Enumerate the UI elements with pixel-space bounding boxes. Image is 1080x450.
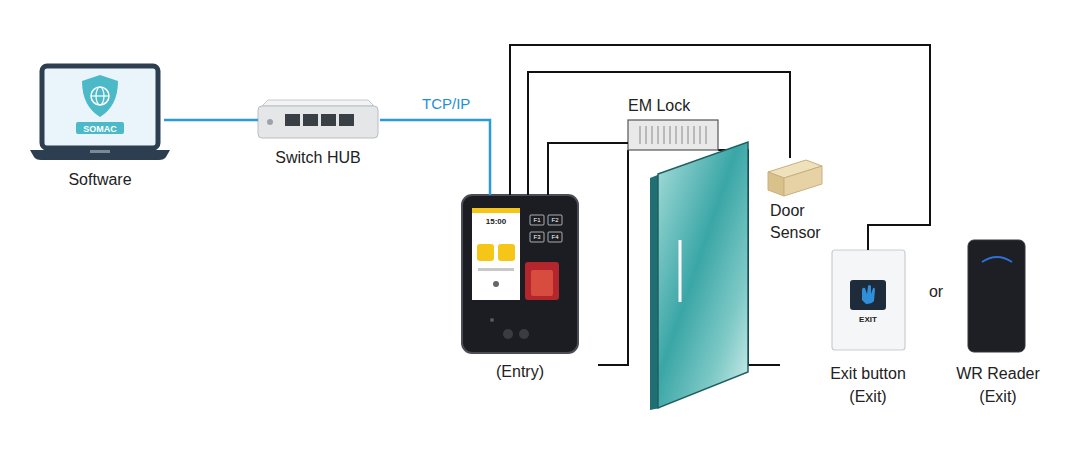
clock-text: 15:00	[474, 217, 518, 227]
exit-button-pad	[850, 280, 886, 310]
connection-label: TCP/IP	[422, 94, 470, 113]
device-label: (Entry)	[462, 362, 578, 382]
camera-lens	[519, 329, 529, 339]
fingerprint-reader	[525, 262, 559, 300]
key-label: F3	[530, 232, 544, 242]
sensor-dot	[490, 318, 494, 322]
logo-banner	[76, 122, 124, 134]
screen-line	[478, 268, 514, 271]
lock-ribs	[640, 126, 706, 144]
function-key	[530, 232, 544, 242]
wire-connector	[164, 119, 258, 122]
laptop-notch	[90, 150, 110, 153]
device-label: EM Lock	[628, 96, 718, 116]
reader-wave	[982, 257, 1012, 262]
device-label: Switch HUB	[258, 148, 378, 168]
glass-door	[658, 142, 748, 408]
shield-logo	[82, 75, 118, 117]
em-lock	[628, 120, 718, 150]
globe-icon	[91, 87, 109, 105]
wire-connector	[510, 45, 930, 250]
switch-led	[267, 119, 273, 125]
key-label: F2	[548, 215, 562, 225]
switch-port	[285, 114, 300, 126]
wire-connector	[528, 72, 790, 195]
wire-connector	[548, 143, 628, 195]
terminal-body	[462, 195, 578, 353]
device-label: Exit button (Exit)	[822, 362, 914, 408]
door-frame	[598, 150, 628, 365]
exit-button-plate	[832, 250, 905, 350]
device-label: WR Reader (Exit)	[952, 362, 1044, 408]
device-label: Door Sensor	[770, 200, 836, 244]
door-sensor-front	[784, 166, 822, 196]
button-text: EXIT	[822, 315, 914, 325]
switch-body	[258, 106, 378, 138]
em-lock: EM Lock	[628, 94, 720, 150]
switch-port	[303, 114, 318, 126]
software-laptop: SOMAC Software	[38, 60, 164, 195]
switch-port	[321, 114, 336, 126]
wr-reader: WR Reader (Exit)	[952, 240, 1046, 410]
wr-reader	[968, 240, 1025, 352]
function-key	[548, 215, 562, 225]
screen-icon	[477, 244, 494, 261]
hand-icon	[862, 285, 875, 304]
entry-terminal: (Entry)	[462, 195, 580, 385]
globe-equator	[91, 95, 109, 96]
logo-text: SOMAC	[75, 123, 125, 135]
switch-top	[262, 100, 374, 106]
switch-port	[339, 114, 354, 126]
laptop-base	[30, 150, 170, 160]
person-icon	[493, 281, 499, 287]
device-label: Software	[38, 170, 162, 190]
screen-bar	[472, 208, 520, 213]
key-label: F1	[530, 215, 544, 225]
door-handle	[679, 240, 682, 302]
or-label: or	[923, 282, 949, 302]
door-sensor: Door Sensor	[760, 158, 838, 246]
door-sensor-side	[768, 172, 784, 196]
laptop-screen	[42, 66, 158, 148]
key-label: F4	[548, 232, 562, 242]
function-key	[530, 215, 544, 225]
screen-icon	[498, 244, 515, 261]
terminal-screen	[472, 208, 520, 300]
switch-hub: Switch HUB	[258, 100, 380, 170]
exit-button: EXIT Exit button (Exit)	[822, 250, 916, 410]
fingerprint-window	[531, 270, 553, 296]
function-key	[548, 232, 562, 242]
wire-connector	[380, 120, 490, 195]
camera-lens	[503, 329, 513, 339]
